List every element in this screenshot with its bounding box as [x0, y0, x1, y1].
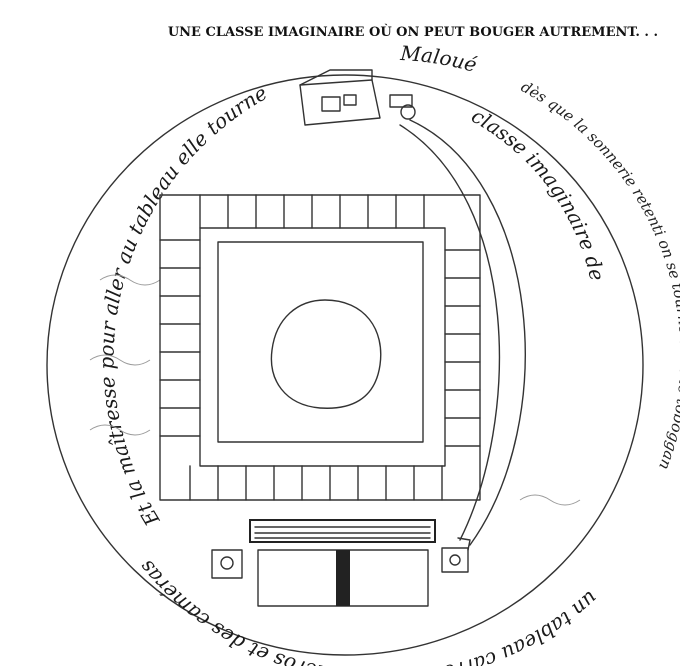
toboggan-slide-outer	[409, 119, 526, 546]
faint-floor-lines	[89, 274, 581, 506]
toboggan-slide-inner	[399, 124, 501, 541]
desk-ring-outer	[159, 194, 481, 501]
central-round-table	[270, 299, 382, 409]
circle-caption-name: Maloué	[399, 41, 480, 77]
teacher-desk	[299, 69, 381, 126]
caption-left-path: Et la maîtresse pour aller au tableau el…	[95, 81, 272, 531]
headline-text: UNE CLASSE IMAGINAIRE OÙ ON PEUT BOUGER …	[168, 23, 658, 40]
camera-icon	[389, 94, 416, 120]
blackboard-rail-hatching	[254, 526, 431, 539]
left-camera-icon	[211, 549, 243, 579]
circle-caption-left: Et la maîtresse pour aller au tableau el…	[95, 81, 272, 531]
caption-name-path: Maloué	[399, 41, 480, 77]
outer-circle	[46, 74, 644, 656]
desk-ring-inner	[199, 227, 446, 467]
classroom-floor-square	[217, 241, 424, 443]
slide-end-marker	[457, 537, 471, 551]
right-camera-icon	[441, 547, 469, 573]
desk-dividers	[159, 194, 481, 501]
blackboard-center-divider	[336, 550, 350, 606]
blackboard-rail	[249, 519, 436, 543]
